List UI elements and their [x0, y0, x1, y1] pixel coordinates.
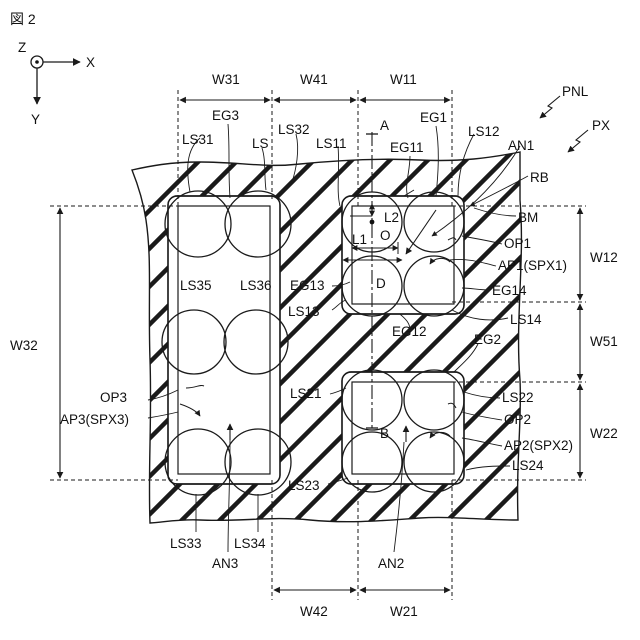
label-ls33: LS33	[170, 536, 202, 551]
dim-w42: W42	[300, 604, 328, 619]
label-eg14: EG14	[492, 283, 527, 298]
dim-w11: W11	[390, 72, 417, 87]
label-l2: L2	[384, 210, 399, 225]
label-an3: AN3	[212, 556, 238, 571]
label-ls34: LS34	[234, 536, 266, 551]
label-rb: RB	[530, 170, 549, 185]
label-ls11: LS11	[316, 136, 347, 151]
bank-hatching	[0, 140, 640, 560]
label-d: D	[376, 276, 386, 291]
label-op2: OP2	[504, 412, 531, 427]
label-ls21: LS21	[290, 386, 322, 401]
label-bm: BM	[518, 210, 538, 225]
axis-x-label: X	[86, 55, 95, 70]
label-ls31: LS31	[182, 132, 214, 147]
label-op3: OP3	[100, 390, 127, 405]
label-ls36: LS36	[240, 278, 272, 293]
dim-w31: W31	[212, 72, 240, 87]
label-ap3: AP3(SPX3)	[60, 412, 129, 427]
label-pnl: PNL	[562, 84, 589, 99]
display-panel	[0, 140, 640, 560]
label-eg2: EG2	[474, 332, 501, 347]
label-ls14: LS14	[510, 312, 542, 327]
axis-y-label: Y	[31, 112, 40, 127]
label-ap1: AP1(SPX1)	[498, 258, 567, 273]
label-eg12: EG12	[392, 324, 427, 339]
dim-w22: W22	[590, 426, 618, 441]
label-eg3: EG3	[212, 108, 239, 123]
label-ls23: LS23	[288, 478, 320, 493]
label-op1: OP1	[504, 236, 531, 251]
dimension-lines: W31 W41 W11 W42 W21 W32 W12 W51 W22	[10, 72, 618, 619]
label-an2: AN2	[378, 556, 404, 571]
label-an1: AN1	[508, 138, 534, 153]
label-px: PX	[592, 118, 610, 133]
hatch-line	[522, 140, 640, 560]
label-ls: LS	[252, 136, 269, 151]
dim-w21: W21	[390, 604, 418, 619]
dim-w41: W41	[300, 72, 328, 87]
label-ls22: LS22	[502, 390, 534, 405]
label-ls35: LS35	[180, 278, 212, 293]
figure-label: 図 2	[10, 11, 36, 27]
label-l1: L1	[352, 232, 367, 247]
label-o: O	[380, 228, 391, 243]
hatch-line	[598, 140, 640, 560]
label-eg1: EG1	[420, 110, 447, 125]
dim-w12: W12	[590, 250, 618, 265]
axis-indicator: Z X Y	[18, 40, 95, 127]
label-eg11: EG11	[390, 140, 424, 155]
panel-pointers: PNL PX	[540, 84, 610, 152]
label-ls32: LS32	[278, 122, 310, 137]
hatch-line	[560, 140, 640, 560]
label-ls13: LS13	[288, 304, 320, 319]
dim-w51: W51	[590, 334, 618, 349]
label-ls24: LS24	[512, 458, 544, 473]
label-ap2: AP2(SPX2)	[504, 438, 573, 453]
aperture-ap1	[342, 196, 464, 314]
label-ls12: LS12	[468, 124, 500, 139]
axis-z-label: Z	[18, 40, 26, 55]
section-label-a: A	[380, 118, 389, 133]
dim-w32: W32	[10, 338, 38, 353]
section-label-b: B	[380, 426, 389, 441]
label-eg13: EG13	[290, 278, 325, 293]
hatch-line	[636, 140, 640, 560]
